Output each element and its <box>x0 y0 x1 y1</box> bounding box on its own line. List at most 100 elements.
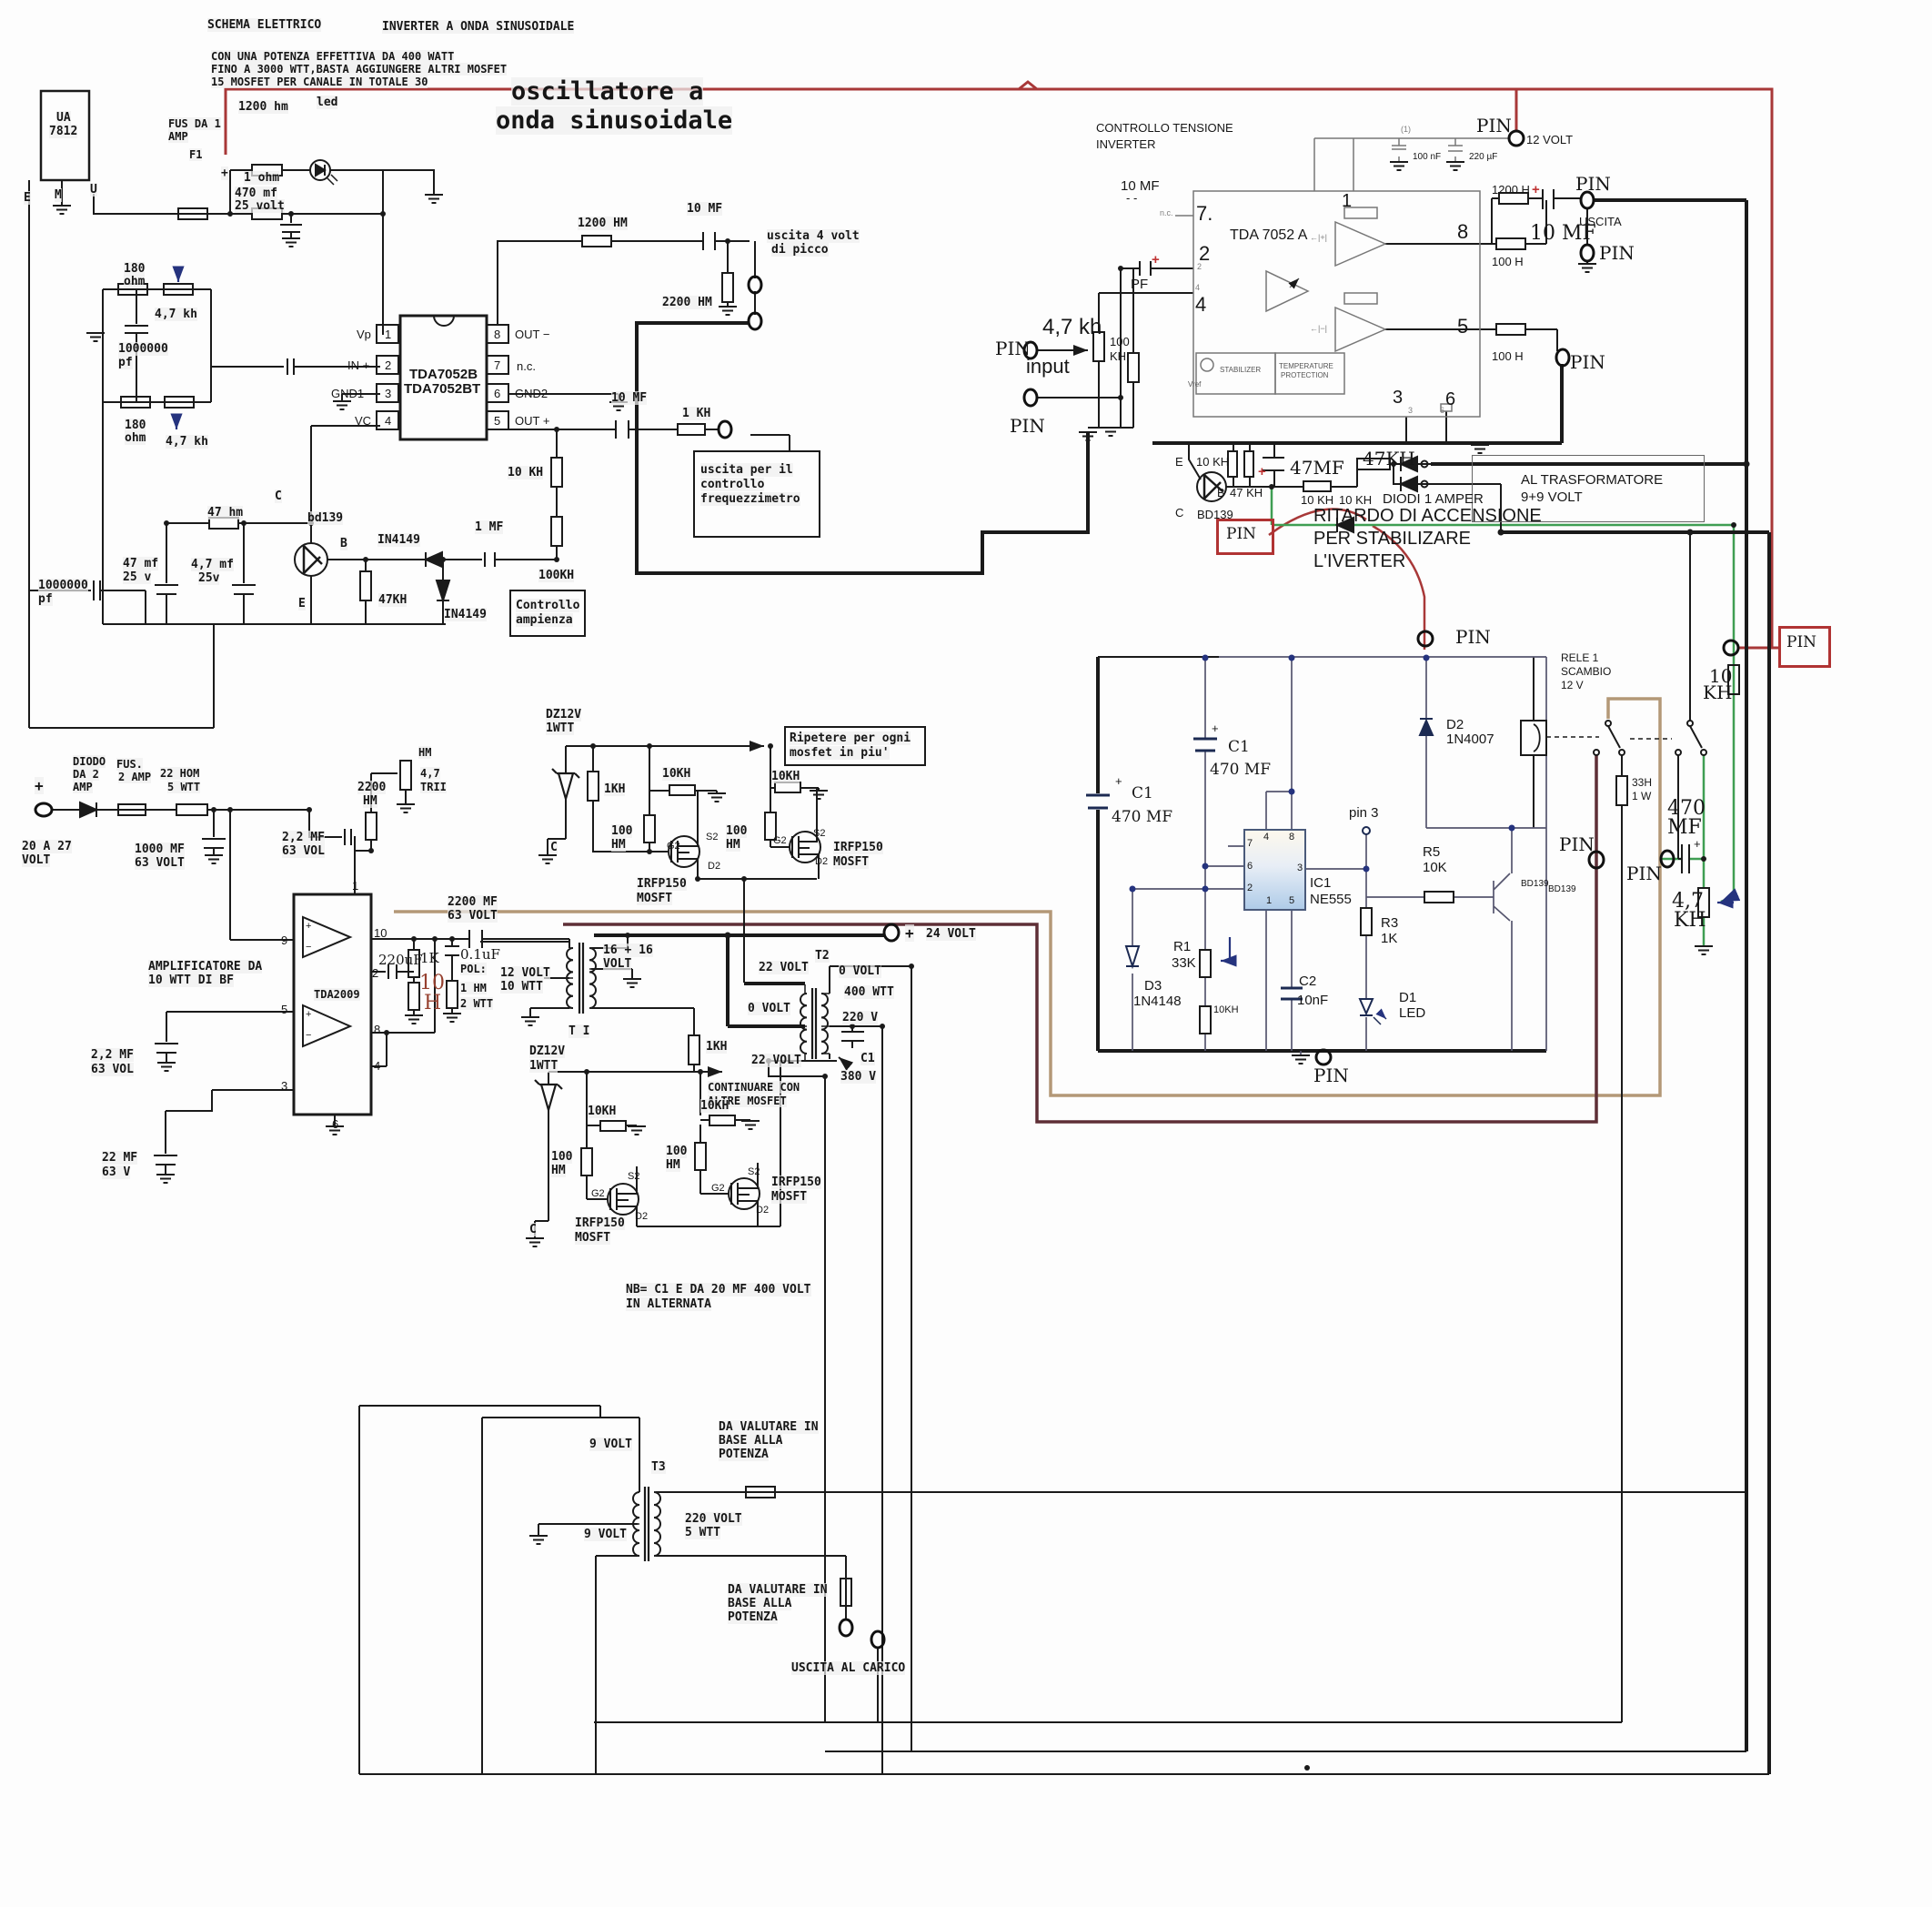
schematic-label: MOSFT <box>575 1231 611 1245</box>
schematic-label: 1000000 <box>38 579 88 592</box>
schematic-label: 1N4007 <box>1446 732 1494 747</box>
schematic-label: onda sinusoidale <box>496 106 733 135</box>
schematic-label: E <box>1175 455 1183 469</box>
uscita-4v-label: uscita 4 volt <box>767 229 860 243</box>
schematic-label: + <box>1212 721 1219 735</box>
schematic-label: DZ12V <box>529 1044 566 1058</box>
schematic-label: GND1 <box>331 387 365 400</box>
schematic-label: ←|−| <box>1310 324 1327 333</box>
schematic-label: L'IVERTER <box>1313 551 1406 571</box>
schematic-label: 47 mf <box>123 557 159 570</box>
schematic-label: S2 <box>748 1166 760 1177</box>
schematic-label: 100 <box>726 824 748 838</box>
schematic-label: INVERTER <box>1096 137 1156 151</box>
schematic-label: HM <box>726 838 740 852</box>
schematic-label: + <box>306 921 312 932</box>
schematic-label: 5 WTT <box>685 1526 721 1539</box>
schematic-label: 5 <box>1289 895 1295 906</box>
al-trasformatore-label: AL TRASFORMATORE <box>1521 472 1664 488</box>
schematic-label: H <box>424 992 442 1014</box>
schematic-label: 12 V <box>1561 679 1584 691</box>
schematic-label: 6 <box>1440 406 1445 415</box>
schematic-label: C1 <box>1228 738 1250 756</box>
controllo-ampienza-label: Controllo <box>516 599 580 612</box>
schematic-label: HM <box>666 1158 680 1172</box>
schematic-label: PIN <box>995 338 1031 359</box>
pin-12volt <box>1507 129 1525 147</box>
schematic-label: 63 VOL <box>91 1063 134 1076</box>
schematic-label: E <box>24 191 31 205</box>
schematic-label: IN + <box>347 358 370 372</box>
transformer-t3-label: T3 <box>651 1460 666 1474</box>
tda7052a-internals <box>1175 137 1510 418</box>
schematic-label: 4 <box>374 1059 381 1073</box>
schematic-label: MOSFT <box>771 1190 808 1204</box>
schematic-label: IRFP150 <box>833 841 883 854</box>
mosfet-irfp150: IRFP150 <box>637 877 687 891</box>
schematic-label: S2 <box>813 828 826 839</box>
schematic-label: DIODO <box>73 755 106 768</box>
24v-label: 24 VOLT <box>926 927 976 941</box>
schematic-label: G2 <box>667 841 680 852</box>
schematic-label: + <box>35 777 44 794</box>
schematic-label: controllo <box>700 478 765 491</box>
schematic-label: D3 <box>1144 978 1162 994</box>
schematic-label: 470 MF <box>1210 761 1272 779</box>
schematic-label: 10 KH <box>508 466 544 479</box>
schematic-label: BD139 <box>1548 884 1576 894</box>
schematic-label: 8 <box>1289 832 1295 843</box>
schematic-label: DIODI 1 AMPER <box>1383 491 1484 507</box>
schematic-label: PIN <box>1010 415 1045 437</box>
relay-label: RELE 1 <box>1561 651 1599 664</box>
schematic-label: BASE ALLA <box>728 1597 792 1610</box>
schematic-label: PIN <box>1455 626 1491 648</box>
schematic-label: Vref <box>1188 380 1202 388</box>
schematic-label: 12 VOLT <box>1526 133 1574 146</box>
schematic-label: TEMPERATURE <box>1279 362 1333 370</box>
schematic-label: DA VALUTARE IN <box>728 1583 828 1597</box>
schematic-label: PIN <box>1570 351 1605 373</box>
schematic-label: 22 MF <box>102 1151 138 1165</box>
controllo-ampienza-box <box>509 590 586 637</box>
schematic-label: 2 WTT <box>460 997 494 1010</box>
al-trasformatore-box <box>1472 455 1705 522</box>
schematic-label: D2 <box>756 1205 770 1216</box>
schematic-label: DA VALUTARE IN <box>719 1420 819 1434</box>
schematic-label: NE555 <box>1310 892 1352 907</box>
schematic-label: 1KH <box>604 782 626 796</box>
schematic-label: 100 <box>611 824 633 838</box>
transformer-t2-label: T2 <box>815 949 830 963</box>
schematic-label: 100 <box>666 1145 688 1158</box>
schematic-label: PROTECTION <box>1281 371 1329 379</box>
schematic-label: 10 MF <box>687 202 723 216</box>
schematic-label: 9 VOLT <box>589 1438 632 1451</box>
schematic-label: FUS. <box>116 758 143 771</box>
schematic-label: F1 <box>189 148 203 161</box>
schematic-label: 0 VOLT <box>839 964 881 978</box>
schematic-label: 10KH <box>700 1099 730 1113</box>
schematic-label: KH <box>1703 681 1733 703</box>
schematic-label: 2 <box>372 966 379 980</box>
components <box>39 89 1740 1609</box>
schematic-label: VC <box>355 414 372 428</box>
schematic-label: 220uF <box>378 952 423 968</box>
schematic-label: 1WTT <box>529 1059 558 1073</box>
schematic-label: pf <box>118 356 133 369</box>
delay-wires <box>1132 656 1547 1055</box>
schematic-label: − <box>306 1030 312 1041</box>
schematic-label: 33H <box>1632 776 1653 789</box>
schematic-label: 15 MOSFET PER CANALE IN TOTALE 30 <box>211 76 428 88</box>
schematic-label: PIN <box>1476 115 1512 136</box>
schematic-label: 1200 hm <box>238 100 288 114</box>
schematic-label: frequezzimetro <box>700 492 800 506</box>
tda7052a-outline <box>1192 190 1481 418</box>
schematic-label: + <box>1258 464 1266 479</box>
schematic-label: 10KH <box>588 1105 617 1118</box>
schematic-label: ohm <box>124 275 146 288</box>
schematic-label: IN4149 <box>444 608 487 621</box>
uscita-frequenzimetro-label: uscita per il <box>700 463 793 477</box>
schematic-label: 10 KH <box>1301 493 1334 507</box>
schematic-label: 7. <box>1196 202 1213 225</box>
